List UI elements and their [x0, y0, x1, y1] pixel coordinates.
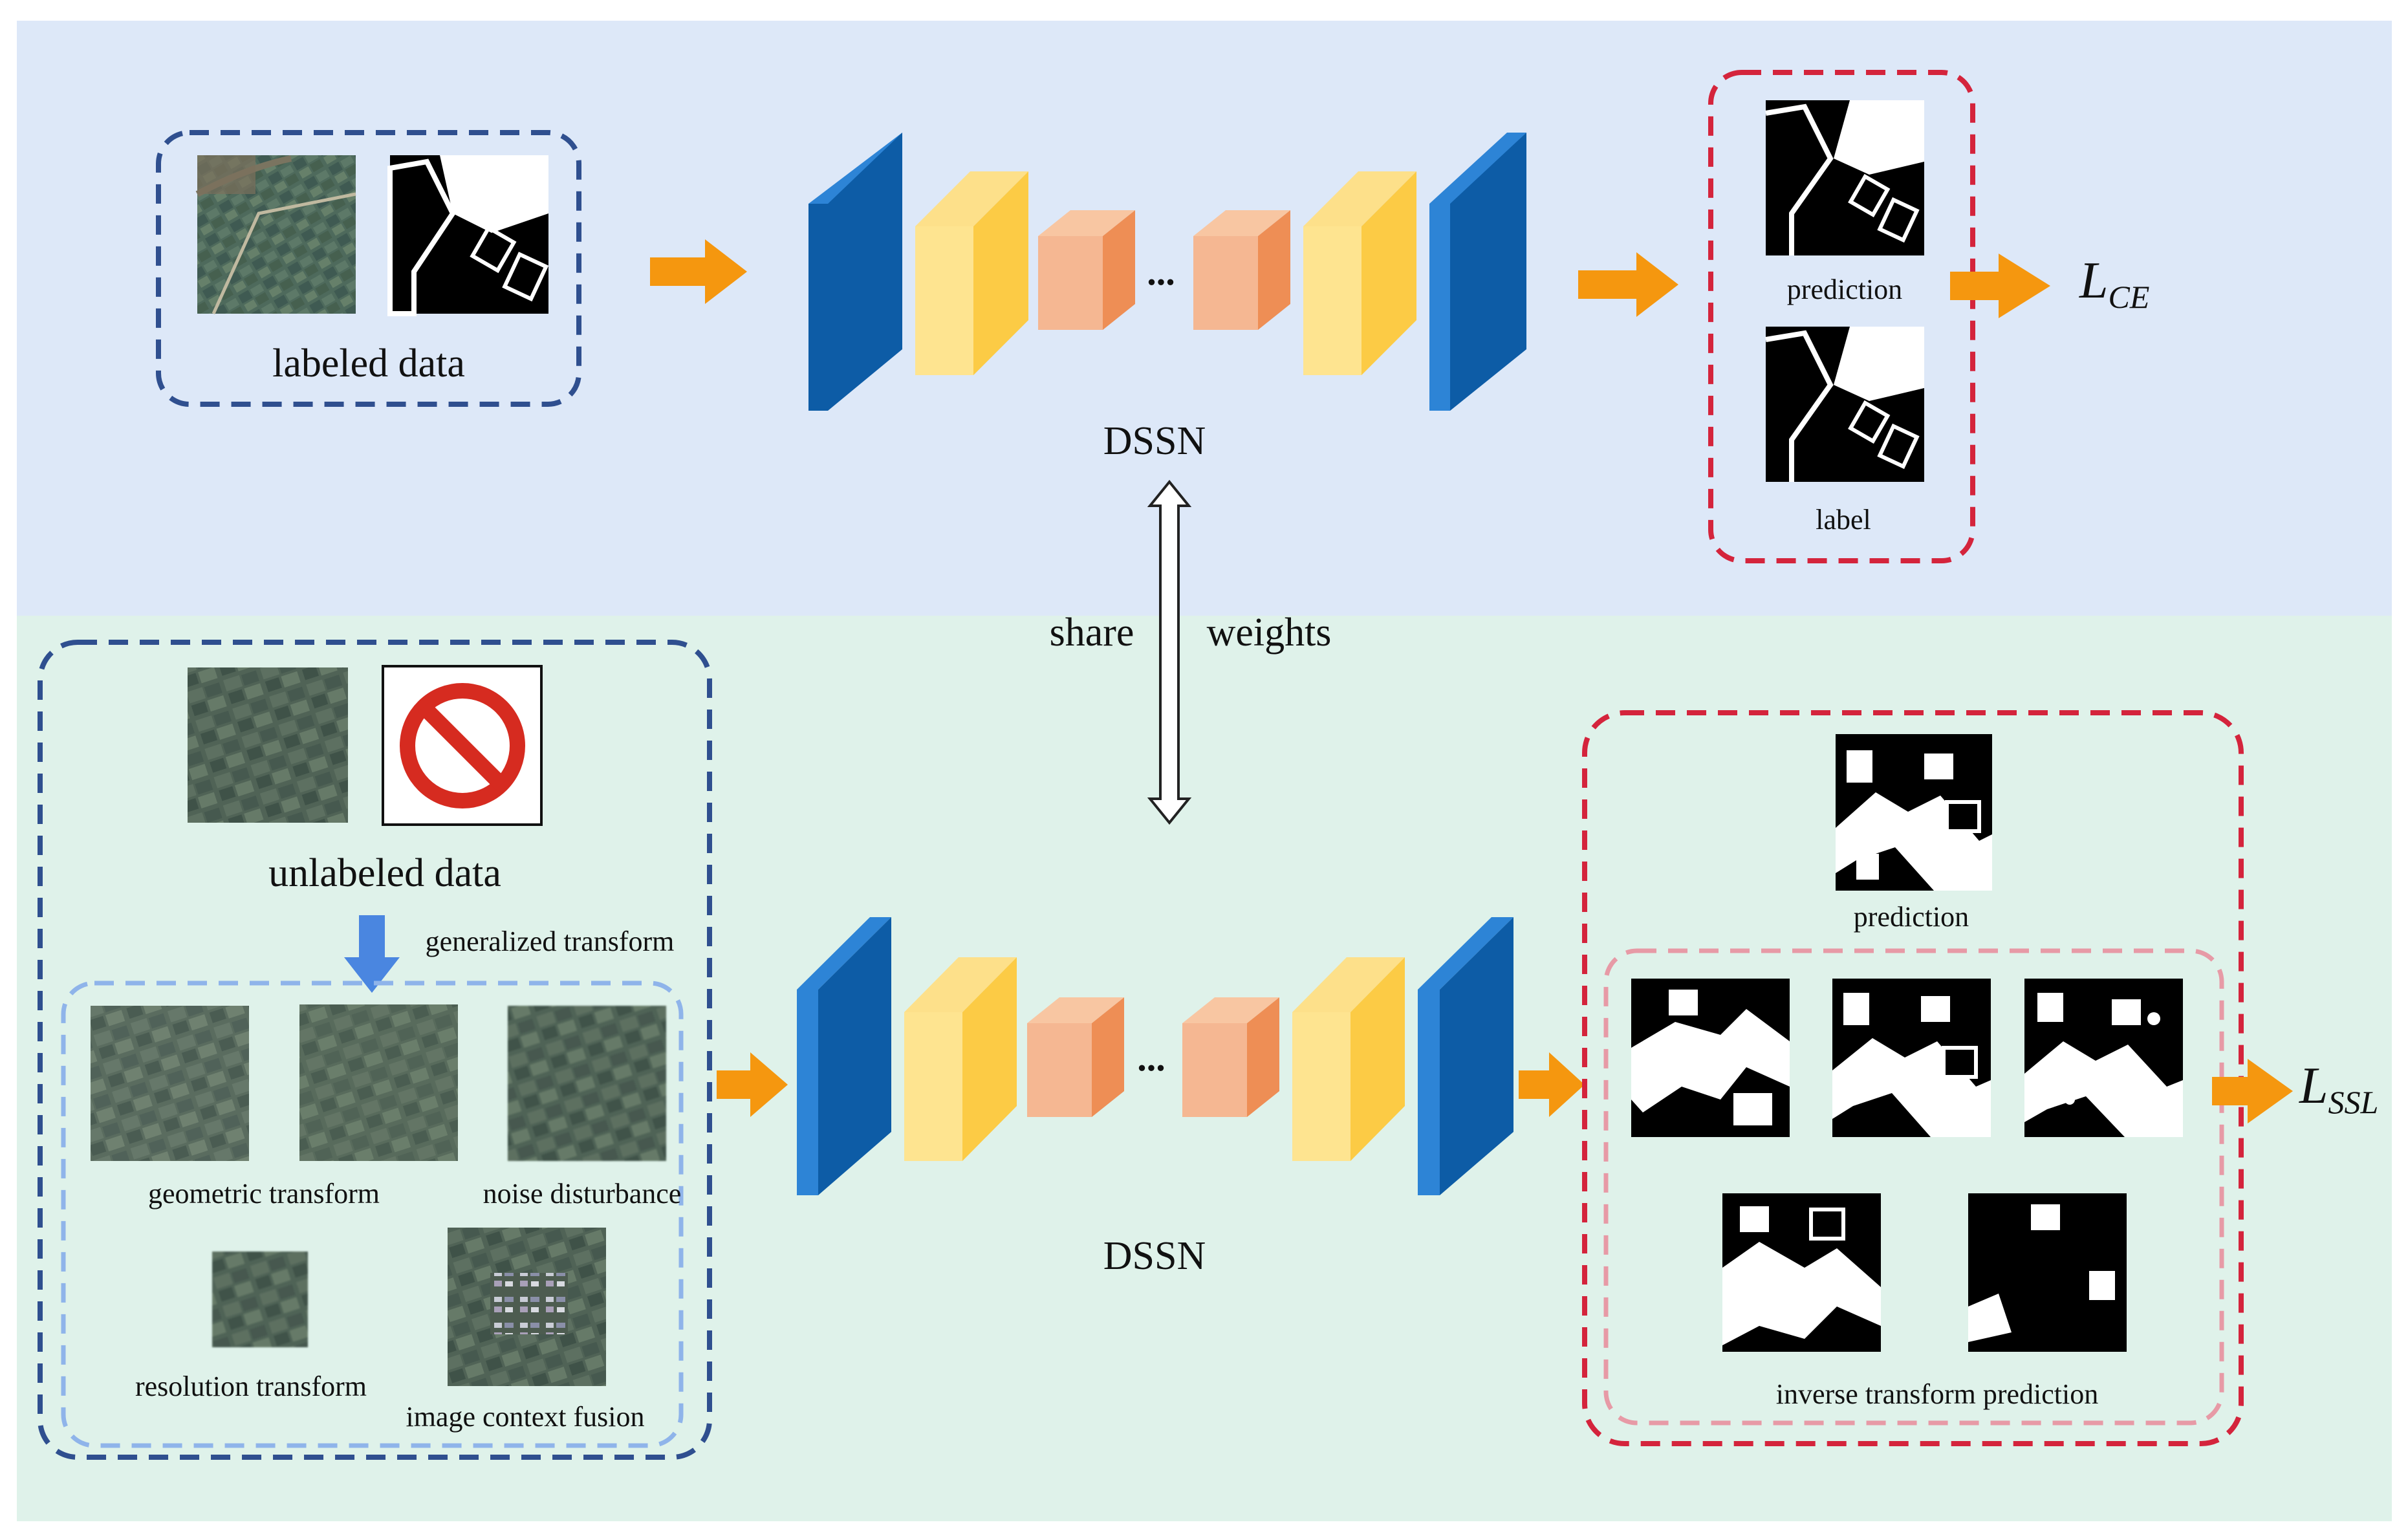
generalized-transform-label: generalized transform: [426, 926, 675, 957]
noise-transform-image-b: [508, 1006, 666, 1161]
labeled-data-box: [156, 130, 581, 407]
context-fusion-image: [448, 1228, 606, 1386]
weights-text: weights: [1207, 611, 1332, 655]
labeled-mask-image: [387, 155, 549, 316]
inverse-prediction-mask-3: [2024, 979, 2183, 1137]
labeled-data-label: labeled data: [272, 342, 465, 385]
dssn-network-top: ...: [808, 133, 1526, 411]
inverse-prediction-mask-1: [1631, 979, 1790, 1137]
top-prediction-mask: [1765, 100, 1924, 255]
top-label-mask: [1765, 327, 1924, 482]
input-layer-bottom: [797, 917, 891, 1195]
unlabeled-data-label: unlabeled data: [268, 851, 501, 895]
bottom-prediction-label: prediction: [1854, 901, 1969, 933]
dssn-network-bottom: ...: [797, 917, 1513, 1195]
arrow-unlabeled-to-dssn: [717, 1052, 788, 1117]
inverse-prediction-mask-2: [1832, 979, 1991, 1137]
labeled-satellite-image: [195, 155, 356, 315]
geometric-transform-image: [91, 1006, 249, 1161]
arrow-dssn-to-prediction-top: [1578, 252, 1678, 317]
noise-transform-image-a: [299, 1004, 458, 1161]
output-layer-top: [1429, 133, 1526, 411]
share-weights-arrow: [1147, 479, 1192, 825]
dssn-label-top: DSSN: [1103, 419, 1206, 463]
dssn-label-bottom: DSSN: [1103, 1234, 1206, 1278]
decoder-layer-2-top: [1193, 210, 1290, 330]
encoder-layer-2-bottom: [1027, 997, 1124, 1117]
share-text: share: [1050, 611, 1134, 655]
top-prediction-label: prediction: [1787, 274, 1902, 305]
loss-ssl: LSSL: [2299, 1057, 2378, 1120]
unlabeled-data-box: [38, 640, 712, 1460]
ellipsis-top: ...: [1147, 251, 1175, 293]
arrow-dssn-to-prediction-bottom: [1519, 1052, 1585, 1117]
inverse-prediction-mask-4: [1722, 1193, 1881, 1352]
inverse-transform-box: [1603, 948, 2224, 1426]
top-label-label: label: [1816, 504, 1871, 536]
bottom-prediction-mask: [1836, 734, 1992, 891]
resolution-transform-label: resolution transform: [135, 1371, 367, 1402]
loss-ce: LCE: [2079, 252, 2149, 315]
encoder-layer-1-bottom: [904, 957, 1017, 1161]
context-fusion-label: image context fusion: [406, 1401, 644, 1433]
unlabeled-satellite-image: [188, 667, 348, 823]
output-layer-bottom: [1418, 917, 1513, 1195]
decoder-layer-2-bottom: [1182, 997, 1279, 1117]
encoder-layer-1-top: [915, 171, 1028, 375]
input-layer-top: [808, 133, 902, 411]
supervised-output-box: [1708, 70, 1975, 563]
arrow-to-lce: [1950, 254, 2050, 318]
arrow-labeled-to-dssn: [650, 239, 747, 304]
decoder-layer-1-top: [1303, 171, 1416, 375]
no-label-icon: [382, 665, 543, 826]
geometric-transform-label: geometric transform: [148, 1178, 380, 1209]
inverse-transform-label: inverse transform prediction: [1776, 1378, 2099, 1410]
inverse-prediction-mask-5: [1968, 1193, 2127, 1352]
encoder-layer-2-top: [1038, 210, 1135, 330]
decoder-layer-1-bottom: [1292, 957, 1405, 1161]
generalized-transform-arrow: [344, 915, 400, 993]
arrow-to-lssl: [2212, 1059, 2293, 1123]
resolution-transform-image: [212, 1252, 308, 1347]
noise-disturbance-label: noise disturbance: [483, 1178, 682, 1209]
ellipsis-bottom: ...: [1137, 1037, 1166, 1079]
